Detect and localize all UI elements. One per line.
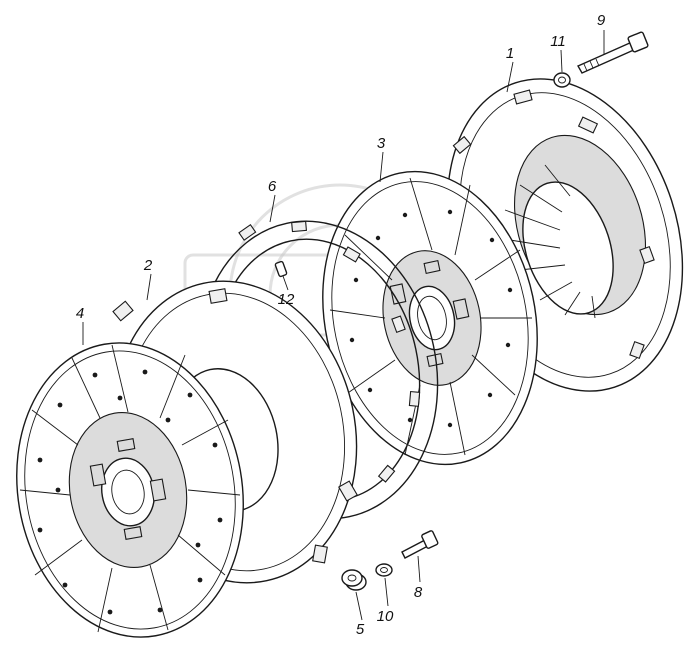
callout-1: 1 — [506, 45, 514, 62]
part-11-washer — [553, 72, 571, 88]
callout-4: 4 — [76, 305, 84, 322]
part-12-pin — [274, 260, 288, 278]
leader-lines — [82, 30, 605, 621]
part-9-bolt — [577, 31, 649, 74]
callout-3: 3 — [377, 135, 386, 152]
callout-12: 12 — [278, 291, 295, 308]
callout-6: 6 — [268, 178, 277, 195]
callout-10: 10 — [377, 608, 394, 625]
part-5-bushing — [341, 569, 367, 591]
part-10-washer — [375, 563, 393, 577]
callout-9: 9 — [597, 12, 606, 29]
callout-11: 11 — [550, 33, 566, 50]
callout-2: 2 — [143, 257, 153, 274]
part-3-rear-driven-disc — [322, 170, 538, 466]
part-8-bolt — [401, 530, 439, 559]
callout-8: 8 — [414, 584, 423, 601]
callout-5: 5 — [356, 621, 365, 638]
part-4-front-driven-disc — [16, 342, 244, 638]
